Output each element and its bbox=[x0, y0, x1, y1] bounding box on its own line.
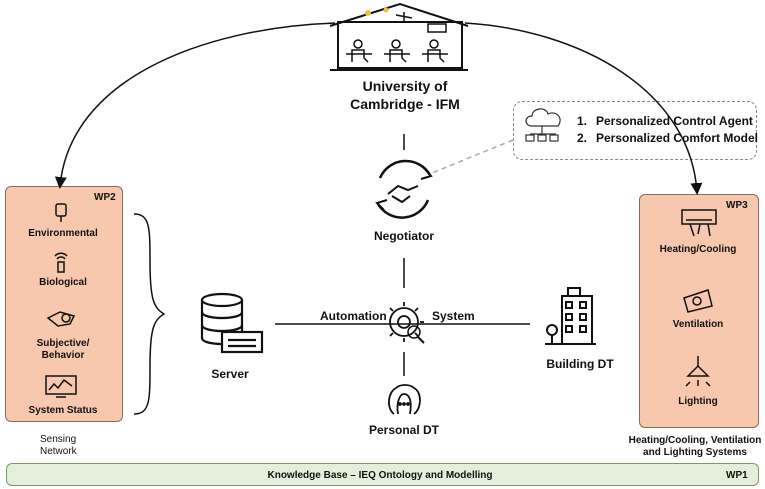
systems-tag: WP3 bbox=[726, 200, 748, 211]
sensing-item-biological: Biological bbox=[39, 277, 87, 288]
agent-box bbox=[513, 101, 757, 160]
sensing-item-subjective: Subjective/ bbox=[36, 338, 90, 349]
header-title-line2: Cambridge - IFM bbox=[350, 96, 460, 112]
environmental-icon bbox=[55, 203, 67, 222]
header-title-line1: University of bbox=[362, 78, 448, 94]
systems-panel bbox=[639, 194, 759, 428]
negotiator-label: Negotiator bbox=[374, 229, 434, 243]
agent-item-1-label: Personalized Control Agent bbox=[596, 114, 753, 128]
building-icon bbox=[545, 287, 596, 345]
server-label: Server bbox=[211, 367, 249, 381]
sensing-caption-line1: Sensing bbox=[40, 434, 77, 445]
automation-label: Automation bbox=[318, 309, 389, 323]
biological-icon bbox=[54, 252, 68, 273]
cloud-agent-icon bbox=[525, 108, 561, 142]
knowledge-base-label: Knowledge Base – IEQ Ontology and Modell… bbox=[267, 470, 493, 481]
sensing-caption-line2: Network bbox=[40, 446, 77, 457]
sensing-item-environmental: Environmental bbox=[28, 228, 98, 239]
brace bbox=[133, 213, 166, 415]
personal-dt-label: Personal DT bbox=[368, 423, 440, 437]
subjective-behavior-icon bbox=[46, 311, 76, 327]
systems-caption-line1: Heating/Cooling, Ventilation bbox=[628, 435, 762, 446]
sensing-tag: WP2 bbox=[94, 192, 116, 203]
knowledge-base-bar bbox=[6, 463, 759, 486]
building-dt-label: Building DT bbox=[546, 357, 614, 371]
negotiator-icon bbox=[375, 159, 433, 219]
personal-dt-icon bbox=[388, 384, 421, 415]
heating-cooling-icon bbox=[681, 209, 717, 237]
systems-item-lighting: Lighting bbox=[678, 396, 718, 407]
server-icon bbox=[200, 292, 264, 354]
agent-item-2-label: Personalized Comfort Model bbox=[596, 131, 759, 145]
knowledge-base-tag: WP1 bbox=[726, 470, 748, 481]
agent-item-1-num: 1. bbox=[577, 114, 588, 128]
ventilation-icon bbox=[683, 289, 713, 313]
lighting-icon bbox=[685, 356, 711, 387]
sensing-item-behavior: Behavior bbox=[41, 350, 85, 361]
systems-item-heating-cooling: Heating/Cooling bbox=[659, 244, 737, 255]
sensing-network-panel bbox=[5, 186, 123, 422]
arc-to-sensing bbox=[54, 22, 336, 189]
system-label: System bbox=[430, 309, 477, 323]
automation-gear-icon bbox=[384, 302, 425, 344]
dashed-link bbox=[431, 139, 514, 174]
arc-to-systems bbox=[464, 22, 703, 195]
house-icon bbox=[329, 2, 469, 71]
systems-item-ventilation: Ventilation bbox=[672, 319, 724, 330]
system-status-icon bbox=[45, 375, 77, 398]
agent-item-2-num: 2. bbox=[577, 131, 588, 145]
sensing-item-system-status: System Status bbox=[28, 405, 98, 416]
systems-caption-line2: and Lighting Systems bbox=[643, 447, 747, 458]
